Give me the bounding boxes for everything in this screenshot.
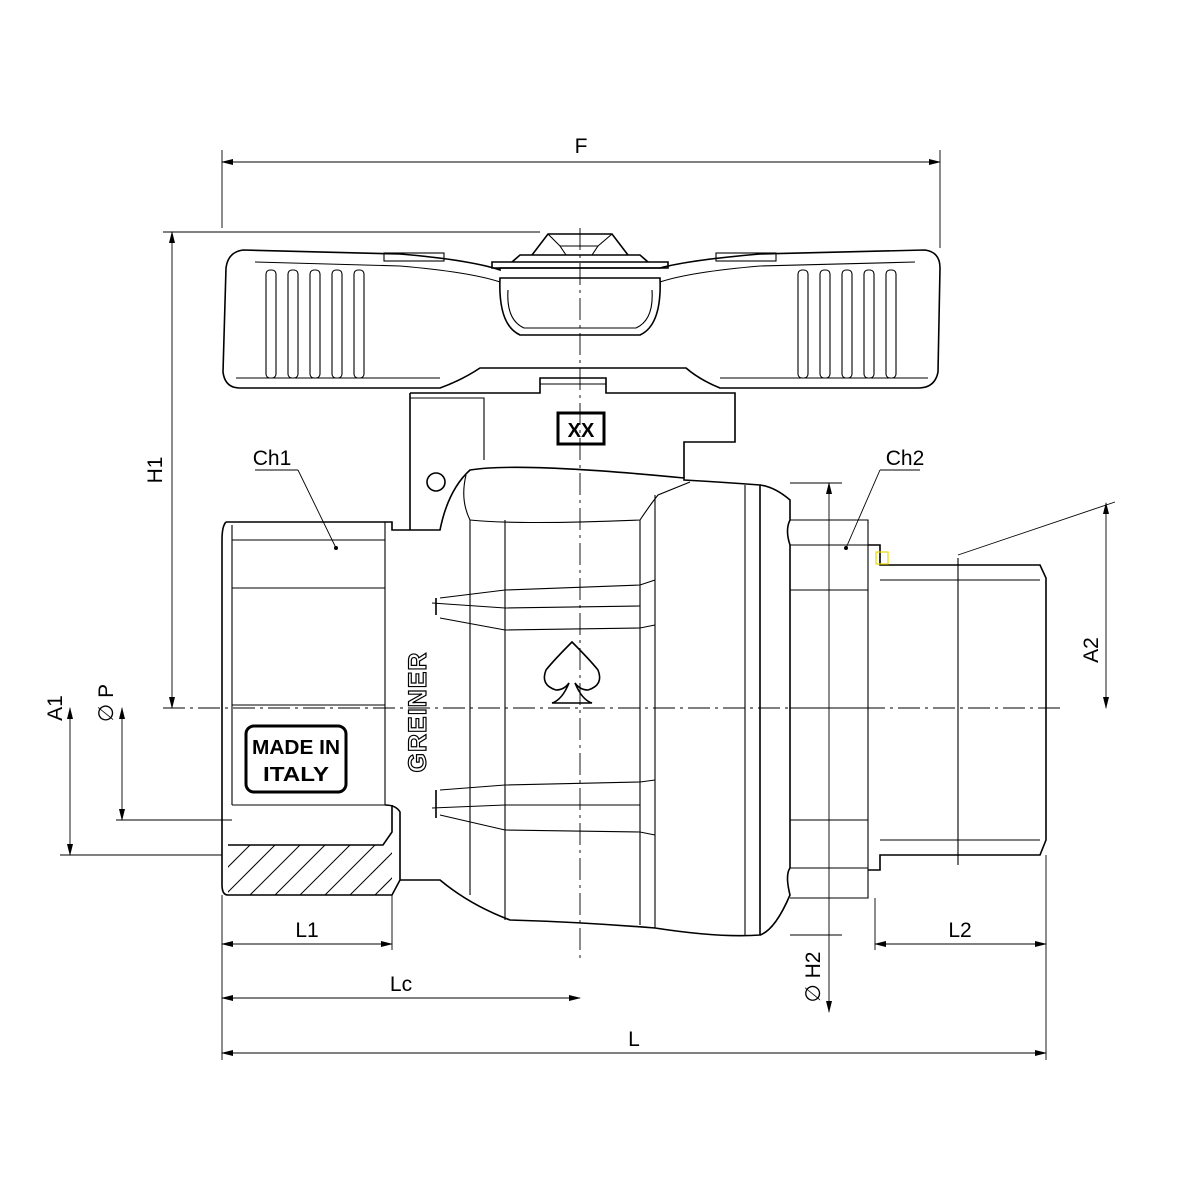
dim-label-ch1: Ch1 <box>253 447 292 470</box>
dim-label-ch2: Ch2 <box>886 447 925 470</box>
dim-label-p: ∅ P <box>95 684 118 722</box>
handle-grip-ribs-right <box>797 269 897 379</box>
dim-label-h2: ∅ H2 <box>802 952 825 1003</box>
dim-label-f: F <box>575 135 588 158</box>
dimension-labels: F H1 Ch1 Ch2 A1 ∅ P A2 ∅ H2 L1 L2 Lc L <box>44 135 1103 1051</box>
dim-label-l2: L2 <box>948 919 971 942</box>
butterfly-handle <box>222 233 941 389</box>
origin-marking-line2: ITALY <box>263 764 330 786</box>
dim-label-l: L <box>628 1028 640 1051</box>
handle-grip-ribs-left <box>265 269 365 379</box>
thread-section-hatch <box>228 834 392 895</box>
dim-label-l1: L1 <box>295 919 318 942</box>
stem-bonnet: XX <box>409 377 736 530</box>
dim-label-h1: H1 <box>144 457 167 484</box>
origin-marking-line1: MADE IN <box>252 737 340 759</box>
male-threaded-end <box>868 544 1047 871</box>
dim-label-lc: Lc <box>390 973 412 996</box>
dim-label-a2: A2 <box>1080 637 1103 663</box>
dimensions <box>60 150 1116 1060</box>
dim-label-a1: A1 <box>44 695 67 721</box>
spade-logo-icon <box>543 640 601 704</box>
brand-marking: GREINER <box>404 652 432 773</box>
valve-body <box>400 466 869 937</box>
center-lines <box>163 228 1062 958</box>
size-code-marking: XX <box>568 420 595 442</box>
female-threaded-end: MADE IN ITALY <box>221 521 410 896</box>
